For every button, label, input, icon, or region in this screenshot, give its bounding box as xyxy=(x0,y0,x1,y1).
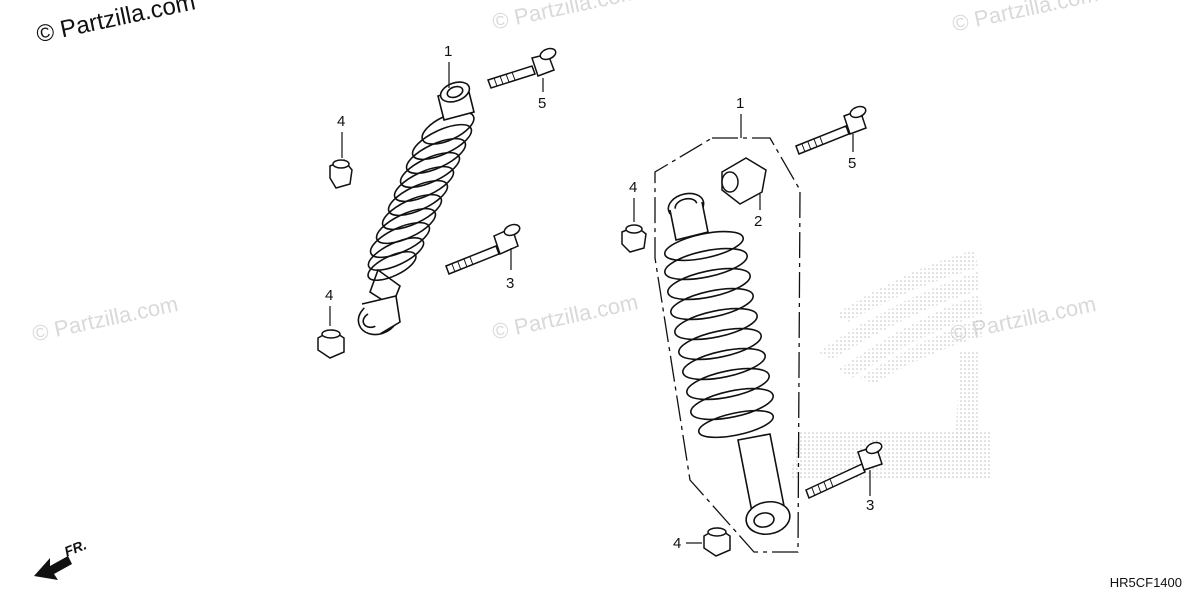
bolt-right-lower xyxy=(805,441,883,500)
nut-right-lower xyxy=(703,527,731,557)
callout-4-right-top: 4 xyxy=(629,179,638,196)
callout-5-right: 5 xyxy=(848,155,857,172)
bolt-right-upper xyxy=(795,105,867,155)
callout-4-left-top: 4 xyxy=(337,113,346,130)
callout-3-right: 3 xyxy=(866,497,875,514)
nut-left-lower xyxy=(317,329,345,359)
assembly-outline-right xyxy=(654,137,801,553)
bushing-right xyxy=(721,157,767,205)
callout-3-left: 3 xyxy=(506,275,515,292)
callout-5-left: 5 xyxy=(538,95,547,112)
callout-4-left-bottom: 4 xyxy=(325,287,334,304)
brand-logo-wing xyxy=(790,250,990,478)
callout-4-right-bottom: 4 xyxy=(673,535,682,552)
shock-absorber-right xyxy=(663,192,791,536)
leader-lines xyxy=(329,62,871,544)
callout-1-right: 1 xyxy=(736,95,745,112)
callout-1-left: 1 xyxy=(444,43,453,60)
front-arrow-icon xyxy=(34,556,72,580)
shock-absorber-left xyxy=(357,81,475,336)
callout-2-right: 2 xyxy=(754,213,763,230)
diagram-code: HR5CF1400 xyxy=(1109,575,1182,590)
bolt-left-upper xyxy=(487,47,557,89)
bolt-left-lower xyxy=(445,223,521,275)
nut-right-upper xyxy=(621,224,647,253)
nut-left-upper xyxy=(329,159,353,189)
